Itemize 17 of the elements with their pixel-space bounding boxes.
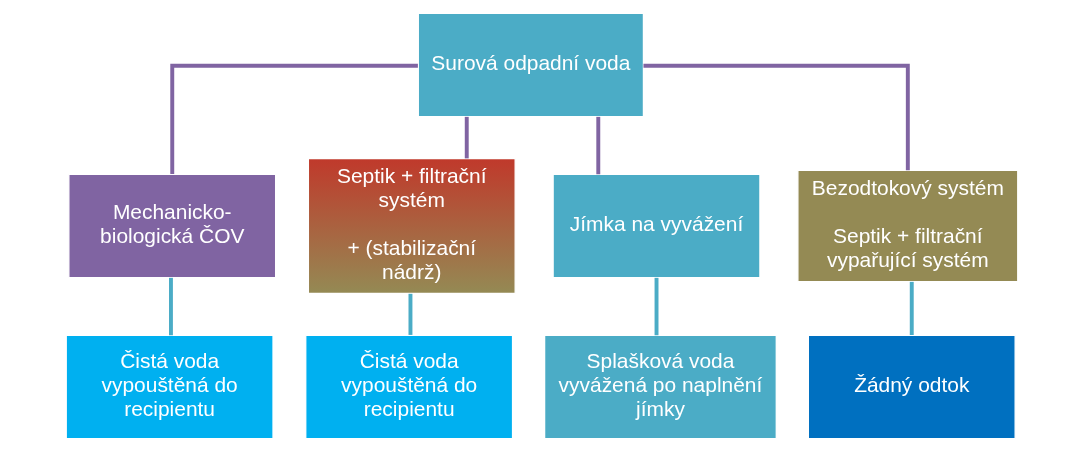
connector	[168, 277, 173, 336]
connector	[464, 116, 469, 159]
connector	[643, 63, 910, 171]
connector	[170, 63, 418, 174]
node-box: Jímka na vyvážení	[552, 173, 761, 279]
node-box: Bezodtokový systém Septik + filtrační vypařující systém	[797, 169, 1019, 283]
node-box: Čistá voda vypouštěná do recipientu	[305, 334, 514, 440]
connector	[654, 277, 659, 336]
connector	[909, 281, 914, 335]
node-box: Surová odpadní voda	[417, 12, 645, 118]
node-box: Septik + filtrační systém + (stabilizační nádrž)	[307, 157, 516, 295]
node-box: Žádný odtok	[807, 334, 1016, 440]
connector	[596, 116, 601, 175]
node-box: Mechanicko-biologická ČOV	[68, 173, 277, 279]
node-box: Čistá voda vypouštěná do recipientu	[65, 334, 274, 440]
connector	[408, 293, 413, 335]
node-box: Splašková voda vyvážená po naplnění jímky	[543, 334, 777, 440]
